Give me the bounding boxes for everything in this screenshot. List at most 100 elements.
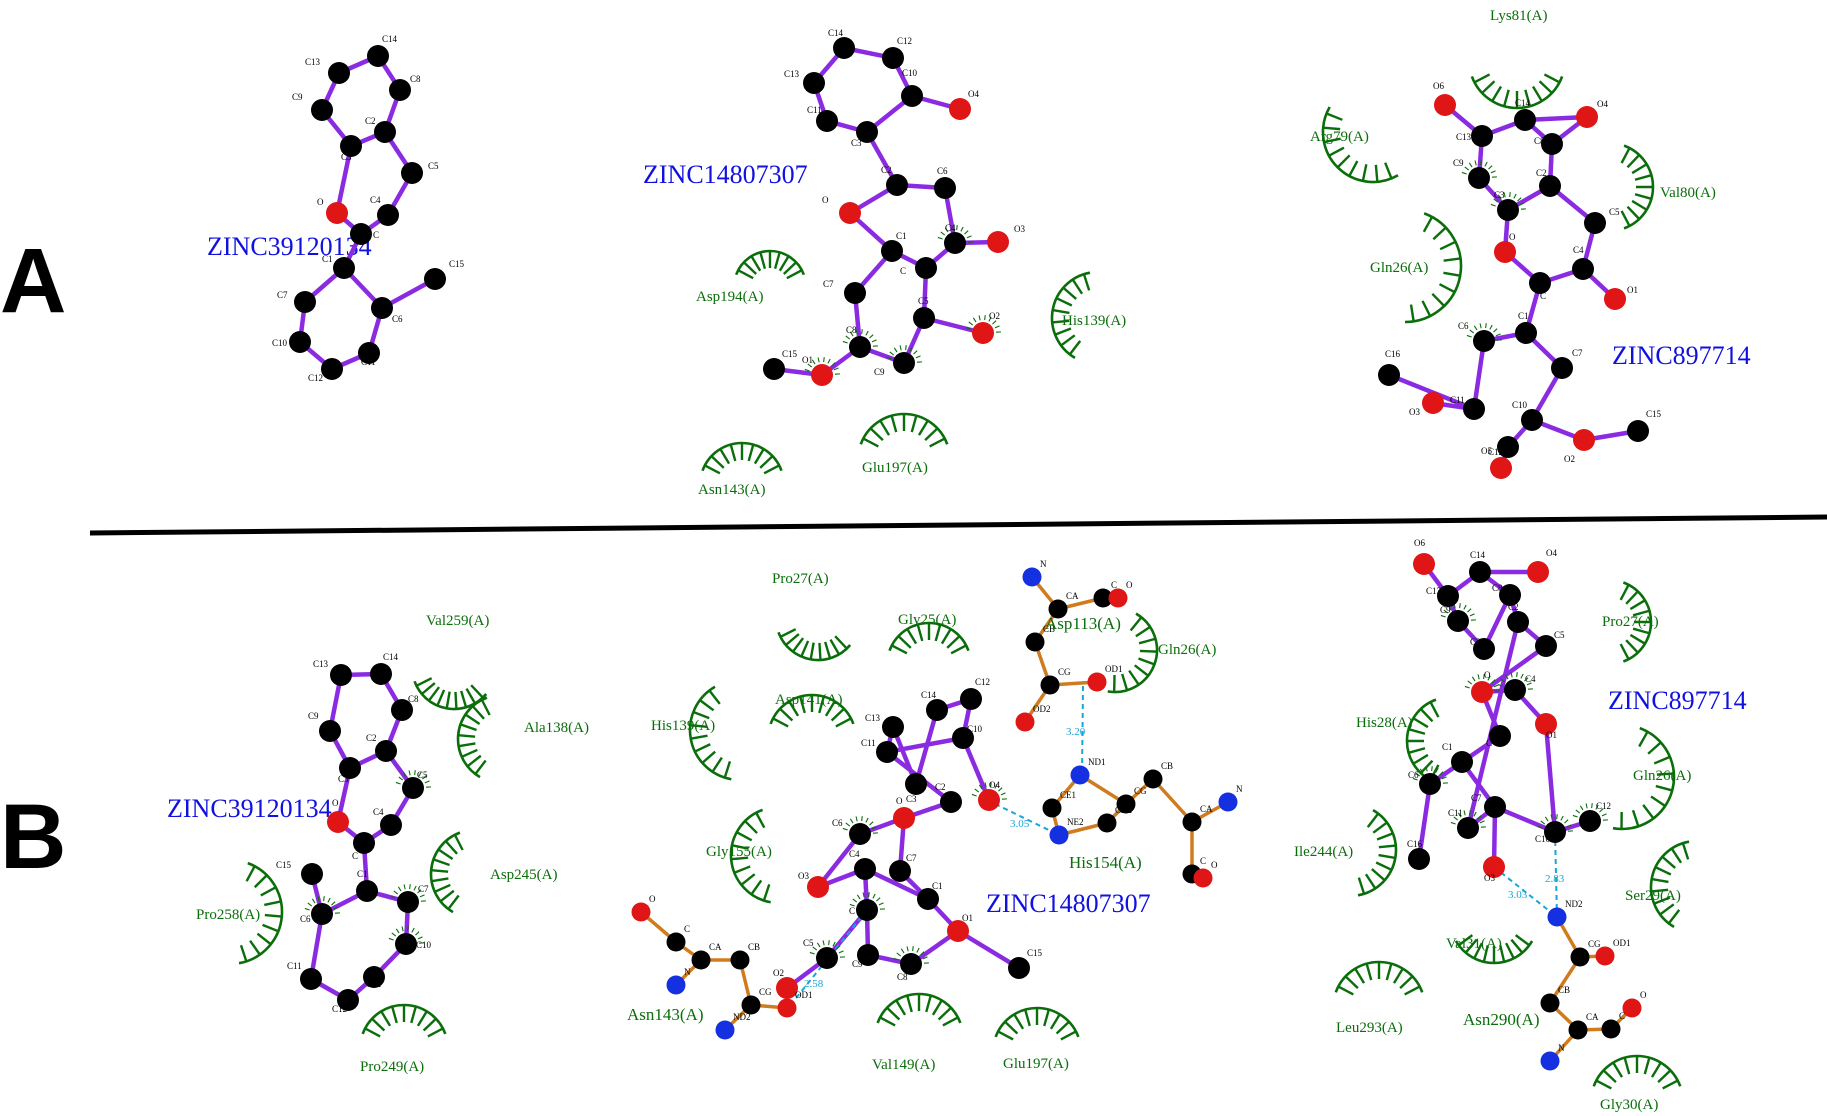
atom-c xyxy=(856,899,878,921)
ligand-name-a3: ZINC897714 xyxy=(1612,341,1751,370)
atom-c7 xyxy=(889,860,911,882)
residue-label-his139-a: His139(A) xyxy=(1062,313,1126,329)
atom-o3 xyxy=(807,876,829,898)
atom-label: C12 xyxy=(366,979,381,989)
atom-label: C13 xyxy=(313,659,329,669)
atom-c5 xyxy=(913,307,935,329)
atom-label: C8 xyxy=(1534,136,1545,146)
atom-label: C14 xyxy=(921,690,937,700)
atom-label: C9 xyxy=(874,367,885,377)
atom-label: C10 xyxy=(416,940,432,950)
ligand-bond xyxy=(815,831,863,890)
hbond-distance: 2.58 xyxy=(804,978,824,990)
atom-label: C3 xyxy=(341,152,352,162)
atom-c6 xyxy=(1419,773,1441,795)
panel-divider xyxy=(89,514,1827,536)
atom-label: C7 xyxy=(906,853,917,863)
residue-atom-label: N xyxy=(1040,559,1047,569)
atom-o xyxy=(1494,241,1516,263)
atom-label: C8 xyxy=(1492,583,1503,593)
residue-asp141-a xyxy=(769,693,855,728)
atom-c1 xyxy=(1515,322,1537,344)
atom-label: O3 xyxy=(1014,224,1025,234)
atom-label: C2 xyxy=(881,165,892,175)
residue-ser29-a xyxy=(1649,840,1690,928)
atom-label: O6 xyxy=(1414,538,1425,548)
atom-label: C7 xyxy=(823,279,834,289)
atom-c10 xyxy=(289,331,311,353)
residue-label-val31-a: Val31(A) xyxy=(1446,936,1502,952)
residue-atom-od1 xyxy=(1087,672,1107,692)
atom-label: C16 xyxy=(1385,349,1401,359)
residue-label-ala138-a: Ala138(A) xyxy=(524,720,589,736)
atom-label: C6 xyxy=(392,314,403,324)
atom-o2 xyxy=(972,322,994,344)
atom-label: C14 xyxy=(828,28,844,38)
atom-o1 xyxy=(947,920,969,942)
atom-o3 xyxy=(987,231,1009,253)
residue-atom-od2 xyxy=(1015,712,1035,732)
residue-atom-label: CG xyxy=(1588,939,1601,949)
bonded-residue-label-asn290-a: Asn290(A) xyxy=(1463,1010,1540,1029)
residue-atom-cg xyxy=(1116,794,1136,814)
residue-bond xyxy=(1151,777,1194,824)
atom-c14 xyxy=(367,45,389,67)
atom-c4 xyxy=(377,204,399,226)
residue-leu293-a xyxy=(1334,960,1424,996)
atom-label: C13 xyxy=(784,69,800,79)
atom-c9 xyxy=(1468,167,1490,189)
atom-label: C10 xyxy=(272,338,288,348)
residue-label-his28-a: His28(A) xyxy=(1356,715,1413,731)
residue-atom-label: CG xyxy=(1134,786,1147,796)
atom-c12 xyxy=(882,47,904,69)
atom-label: O5 xyxy=(1481,446,1492,456)
ligand-bond xyxy=(862,866,931,902)
residue-atom-label: OD2 xyxy=(1033,704,1051,714)
contact-marker xyxy=(1572,803,1608,821)
residue-atom-nd1 xyxy=(1070,765,1090,785)
atom-c8 xyxy=(1499,584,1521,606)
atom-c2 xyxy=(886,174,908,196)
atom-label: C xyxy=(1540,291,1546,301)
residue-atom-label: CB xyxy=(1558,985,1570,995)
atom-c10 xyxy=(1544,821,1566,843)
atom-c14 xyxy=(370,663,392,685)
hydrogen-bond xyxy=(787,909,868,1009)
atom-c3 xyxy=(1473,638,1495,660)
hbond-distance: 2.83 xyxy=(1545,873,1565,885)
atom-label: C5 xyxy=(428,161,439,171)
residue-ala138-a xyxy=(456,696,491,779)
atom-o4 xyxy=(1527,561,1549,583)
atom-c5 xyxy=(401,162,423,184)
contact-marker xyxy=(1537,814,1573,832)
ligand-bond xyxy=(913,707,940,787)
atom-label: C3 xyxy=(338,774,349,784)
atom-c1 xyxy=(333,257,355,279)
residue-his139-a xyxy=(688,685,732,781)
atom-label: C1 xyxy=(357,869,368,879)
atom-o4 xyxy=(978,789,1000,811)
atom-label: C2 xyxy=(935,782,946,792)
atom-o1 xyxy=(1535,713,1557,735)
contact-marker xyxy=(304,896,340,914)
atom-c10 xyxy=(395,933,417,955)
ligand-bond xyxy=(955,928,1022,971)
residue-atom-n xyxy=(1218,792,1238,812)
atom-o3 xyxy=(1483,856,1505,878)
residue-atom-ca xyxy=(1182,812,1202,832)
residue-atom-cd2 xyxy=(1097,813,1117,833)
residue-lys81-a xyxy=(1470,73,1564,110)
residue-atom-label: O xyxy=(649,894,656,904)
ligand-name-a1: ZINC39120134 xyxy=(207,232,372,261)
atom-label: C15 xyxy=(782,349,798,359)
atom-label: O2 xyxy=(1564,454,1575,464)
residue-label-glu197-a: Glu197(A) xyxy=(862,460,928,476)
panel-label-a: A xyxy=(0,230,66,332)
atom-c xyxy=(1489,725,1511,747)
atom-label: O6 xyxy=(1433,81,1444,91)
residue-val80-a xyxy=(1620,144,1655,230)
atom-o xyxy=(1471,681,1493,703)
residue-atom-n xyxy=(666,975,686,995)
atom-label: C3 xyxy=(851,138,862,148)
atom-c1 xyxy=(917,888,939,910)
